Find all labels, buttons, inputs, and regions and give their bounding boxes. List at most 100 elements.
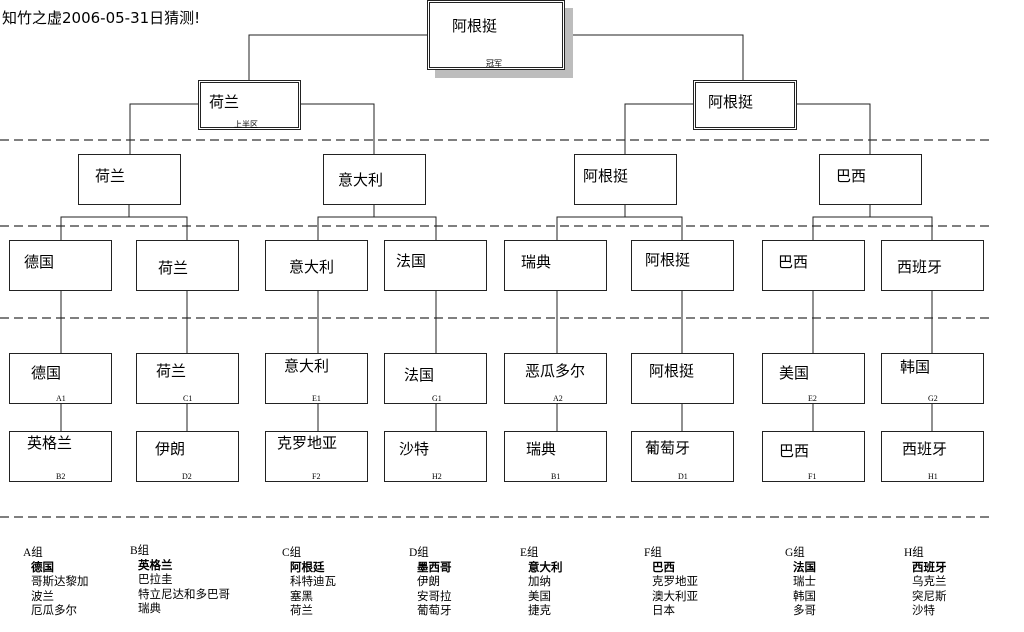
group-first-name: 荷兰 <box>156 362 187 380</box>
round16-box: 阿根挺 <box>631 240 734 291</box>
quarterfinal-name: 巴西 <box>836 167 867 185</box>
group-team: 瑞士 <box>793 576 816 588</box>
quarterfinal-box: 荷兰 <box>78 154 181 205</box>
round16-box: 巴西 <box>762 240 865 291</box>
group-first-box: 恶瓜多尔 A2 <box>504 353 607 404</box>
group-second-box: 英格兰 B2 <box>9 431 112 482</box>
group-list: E组 意大利 加纳 美国 捷克 <box>520 546 563 619</box>
group-team: 沙特 <box>912 605 935 617</box>
round16-name: 巴西 <box>778 253 809 271</box>
group-team: 日本 <box>652 605 675 617</box>
group-second-box: 葡萄牙 D1 <box>631 431 734 482</box>
round16-name: 意大利 <box>289 258 335 276</box>
group-first-code: A1 <box>56 394 66 403</box>
group-first-box: 荷兰 C1 <box>136 353 239 404</box>
group-label: E组 <box>520 547 539 559</box>
group-team: 西班牙 <box>912 561 947 574</box>
round16-name: 法国 <box>396 252 427 270</box>
group-second-name: 葡萄牙 <box>645 439 691 457</box>
group-second-name: 克罗地亚 <box>277 434 338 452</box>
group-team: 多哥 <box>793 605 816 617</box>
group-team: 波兰 <box>31 590 54 603</box>
group-team: 法国 <box>793 561 816 574</box>
group-team: 突尼斯 <box>912 590 947 603</box>
group-team: 加纳 <box>528 576 551 588</box>
group-list: G组 法国 瑞士 韩国 多哥 <box>785 546 816 619</box>
group-team: 美国 <box>528 590 551 603</box>
round16-box: 法国 <box>384 240 487 291</box>
group-second-box: 沙特 H2 <box>384 431 487 482</box>
group-team: 葡萄牙 <box>417 605 452 617</box>
group-second-name: 西班牙 <box>902 440 948 458</box>
round16-box: 西班牙 <box>881 240 984 291</box>
round16-box: 意大利 <box>265 240 368 291</box>
round16-box: 瑞典 <box>504 240 607 291</box>
group-first-code: E2 <box>808 394 817 403</box>
round16-box: 荷兰 <box>136 240 239 291</box>
semifinal-left-label: 上半区 <box>234 120 258 129</box>
group-list: A组 德国 哥斯达黎加 波兰 厄瓜多尔 <box>23 546 89 619</box>
group-team: 韩国 <box>793 590 816 603</box>
group-second-name: 瑞典 <box>526 440 557 458</box>
group-second-code: F1 <box>808 472 817 481</box>
round16-name: 西班牙 <box>897 258 943 276</box>
group-second-code: D2 <box>182 472 192 481</box>
round16-name: 阿根挺 <box>645 251 691 269</box>
group-team: 捷克 <box>528 605 551 617</box>
group-label: A组 <box>23 547 43 559</box>
group-label: D组 <box>409 547 429 559</box>
group-first-code: G2 <box>928 394 938 403</box>
quarterfinal-name: 意大利 <box>338 171 384 189</box>
champion-box: 阿根挺 冠军 <box>427 0 565 70</box>
group-second-box: 克罗地亚 F2 <box>265 431 368 482</box>
group-label: H组 <box>904 547 924 559</box>
group-second-name: 英格兰 <box>27 434 73 452</box>
group-first-box: 阿根挺 <box>631 353 734 404</box>
group-label: B组 <box>130 545 150 557</box>
quarterfinal-name: 阿根挺 <box>583 167 629 185</box>
group-team: 英格兰 <box>138 559 173 572</box>
group-first-box: 美国 E2 <box>762 353 865 404</box>
group-list: H组 西班牙 乌克兰 突尼斯 沙特 <box>904 546 947 619</box>
group-second-code: F2 <box>312 472 321 481</box>
group-first-name: 阿根挺 <box>649 362 695 380</box>
group-first-name: 韩国 <box>900 358 931 376</box>
group-second-code: B2 <box>56 472 66 481</box>
quarterfinal-box: 意大利 <box>323 154 426 205</box>
group-first-name: 法国 <box>404 366 435 384</box>
group-second-box: 西班牙 H1 <box>881 431 984 482</box>
champion-label: 冠军 <box>486 59 502 68</box>
round16-name: 荷兰 <box>158 259 189 277</box>
group-second-name: 沙特 <box>399 440 430 458</box>
group-team: 厄瓜多尔 <box>31 605 77 617</box>
group-team: 德国 <box>31 561 54 574</box>
group-second-code: D1 <box>678 472 688 481</box>
connector-lines <box>60 34 933 431</box>
group-team: 特立尼达和多巴哥 <box>138 588 230 601</box>
group-first-code: E1 <box>312 394 321 403</box>
group-team: 塞黑 <box>290 590 313 603</box>
group-team: 墨西哥 <box>417 561 452 574</box>
group-first-name: 德国 <box>31 364 62 382</box>
semifinal-left-box: 荷兰 上半区 <box>198 80 301 130</box>
quarterfinal-box: 巴西 <box>819 154 922 205</box>
group-first-name: 美国 <box>779 364 810 382</box>
round16-box: 德国 <box>9 240 112 291</box>
group-team: 意大利 <box>528 561 563 574</box>
group-first-name: 意大利 <box>284 357 330 375</box>
group-team: 科特迪瓦 <box>290 576 336 588</box>
group-team: 荷兰 <box>290 605 313 617</box>
group-team: 安哥拉 <box>417 590 452 603</box>
group-team: 乌克兰 <box>912 576 947 588</box>
group-first-box: 意大利 E1 <box>265 353 368 404</box>
group-label: G组 <box>785 547 805 559</box>
group-second-code: H2 <box>432 472 442 481</box>
group-label: F组 <box>644 547 662 559</box>
group-second-name: 巴西 <box>779 442 810 460</box>
semifinal-left-name: 荷兰 <box>209 93 240 111</box>
group-second-name: 伊朗 <box>155 440 186 458</box>
group-second-code: H1 <box>928 472 938 481</box>
group-list: B组 英格兰 巴拉圭 特立尼达和多巴哥 瑞典 <box>130 544 230 617</box>
group-second-box: 伊朗 D2 <box>136 431 239 482</box>
